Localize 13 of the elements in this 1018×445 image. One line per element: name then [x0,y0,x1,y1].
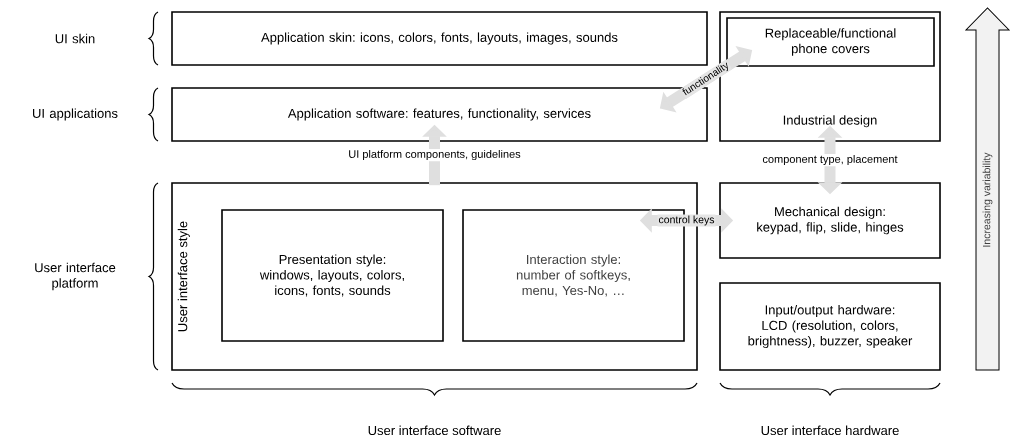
edge-label: component type, placement [761,153,899,167]
edge-label: control keys [657,214,716,227]
layer-label: User interface hardware [761,425,899,436]
style-box: Presentation style: windows, layouts, colors, icons, fonts, sounds [221,209,444,342]
axis-label: Increasing variability [982,152,993,247]
skin-box: Application skin: icons, colors, fonts, layouts, images, sounds [171,11,708,66]
layer-label: User interface platform [35,262,116,291]
layer-label: User interface software [368,425,501,436]
layer-label: UI skin [55,33,95,44]
hardware-box: Input/output hardware: LCD (resolution, colors, brightness), buzzer, speaker [719,282,941,371]
layer-label: UI applications [33,108,118,121]
edge-label: UI platform components, guidelines [347,148,522,162]
design-box: Mechanical design: keypad, flip, slide, hinges [719,182,941,259]
